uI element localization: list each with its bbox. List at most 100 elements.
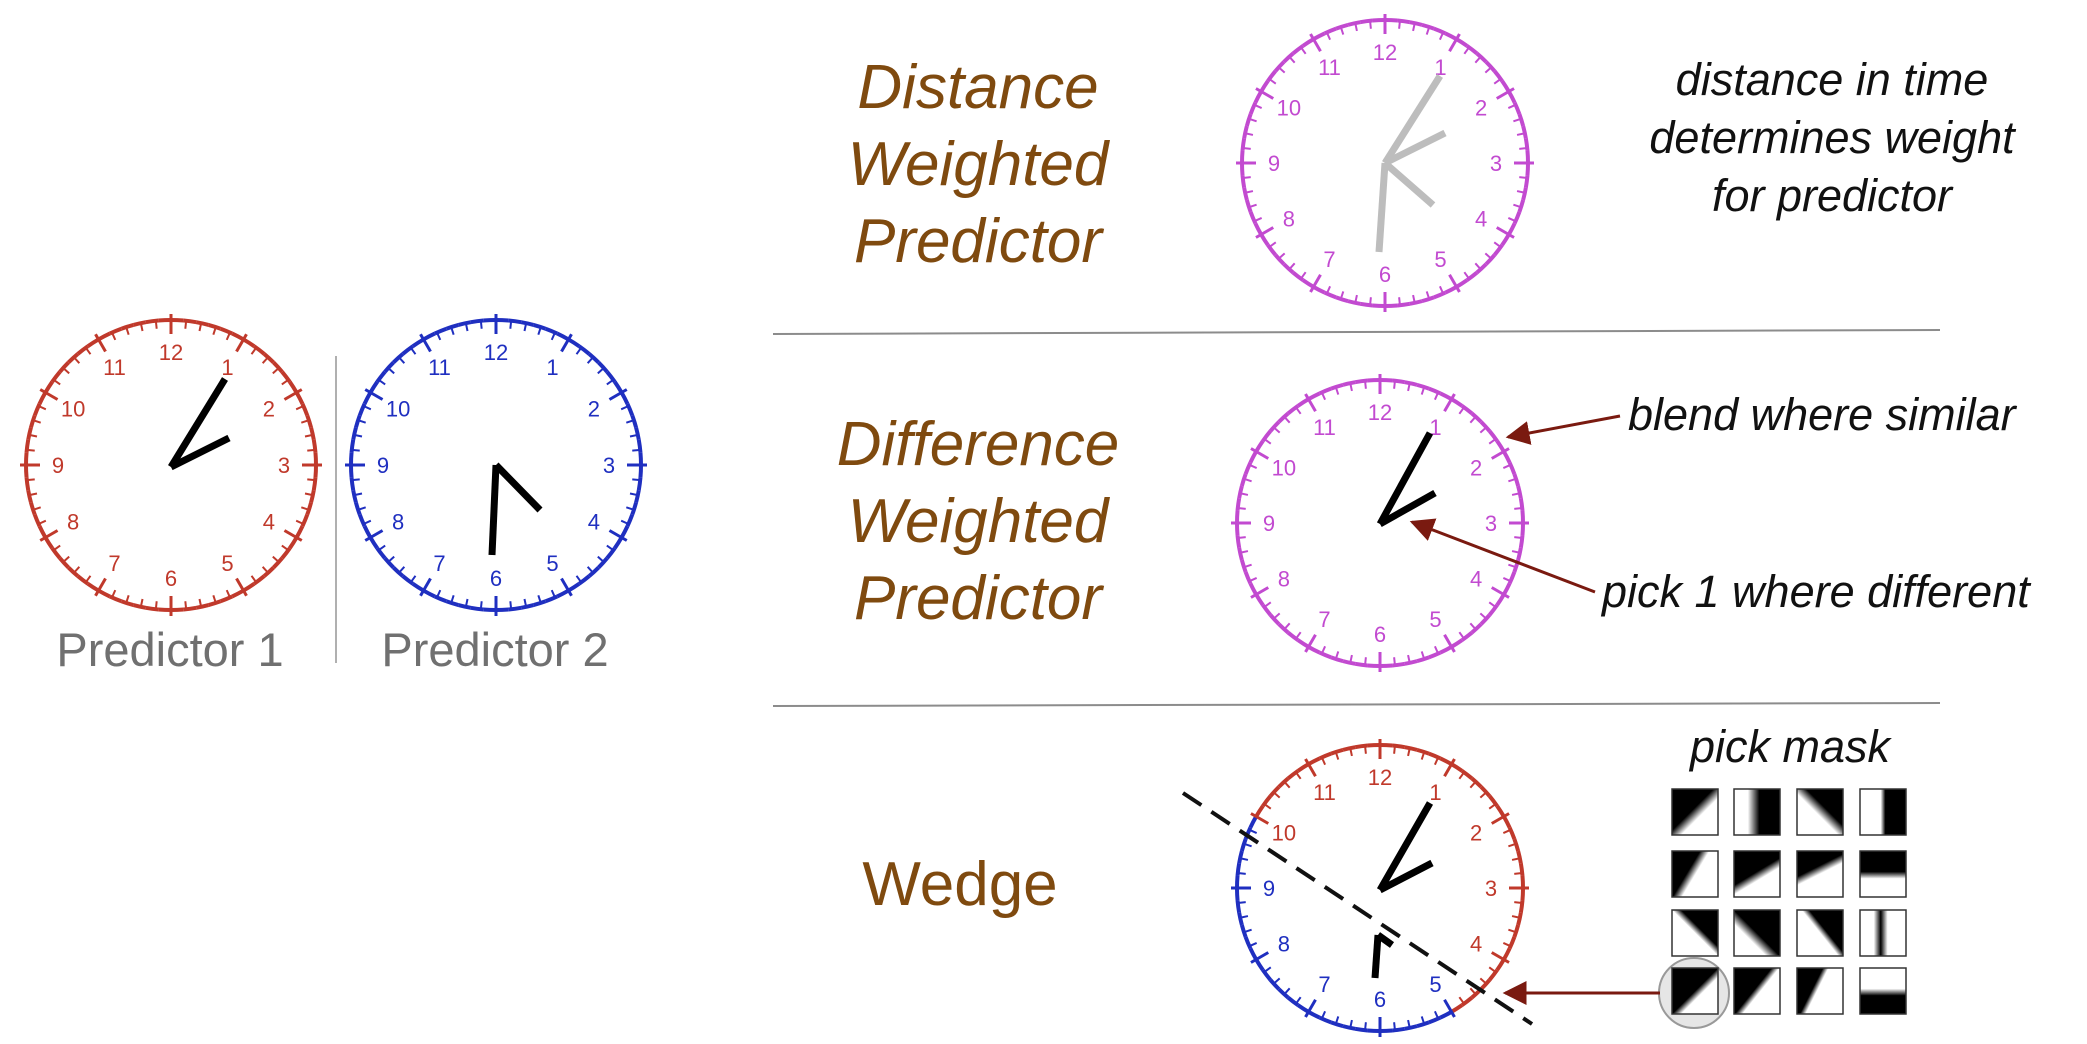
distance-clock-rim [1517,199,1526,213]
predictor-2-clock-tick [479,320,483,329]
wedge-clock-tick [1488,803,1497,810]
wedge-clock-tick [1273,791,1281,799]
difference-clock-rim [1296,638,1310,649]
predictor-1-clock-rim [294,525,305,539]
distance-clock-tick [1300,271,1307,280]
difference-clock-rim [1261,429,1272,443]
distance-clock-tick [1325,31,1332,41]
predictor-1-clock-rim [294,391,305,405]
predictor-2-clock-rim [422,331,436,342]
predictor-2-clock-rim [483,318,497,323]
difference-clock-rim [1268,420,1281,433]
difference-clock-tick [1273,426,1281,434]
predictor-2-clock-rim [556,588,570,599]
difference-clock-tick [1250,586,1270,599]
predictor-1-clock-tick [184,320,188,329]
wedge-clock-number: 10 [1272,821,1296,846]
wedge-clock-tick [1420,1016,1426,1025]
wedge-clock-rim [1520,887,1526,901]
difference-clock-tick [1283,622,1291,630]
predictor-2-clock-rim [636,439,643,453]
predictor-2-clock-tick [625,419,635,424]
predictor-1-clock-rim [183,605,197,612]
predictor-2-clock-rim [636,477,643,491]
distance-clock-tick [1255,226,1275,239]
predictor-1-clock-tick [304,492,314,497]
difference-clock-tick [1508,477,1517,483]
wedge-clock-tick [1250,951,1270,964]
predictor-2-clock-rim [445,599,459,607]
predictor-2-clock-rim [495,318,509,323]
wedge-clock-rim [1248,947,1258,961]
wedge-clock-rim [1416,1020,1430,1029]
difference-clock-tick [1502,463,1512,470]
predictor-2-clock-tick [419,333,432,353]
distance-clock-hand [1382,160,1436,208]
predictor-2-clock-rim [362,391,373,405]
predictor-1-clock-rim [253,574,266,586]
predictor-1-clock-tick [300,506,310,511]
predictor-1-clock-tick [154,601,158,610]
difference-clock-number: 9 [1263,511,1275,536]
predictor-2-clock-tick [575,575,583,583]
wedge-clock-rim [1367,743,1381,748]
wedge-clock-tick [1490,812,1510,825]
distance-clock-tick [1519,147,1528,150]
difference-title-line-2: Weighted [848,487,1111,556]
wedge-clock-rim [1379,1028,1393,1034]
blend-arrow [1505,414,1621,445]
predictor-1-clock-rim [24,452,29,466]
predictor-2-clock-tick [353,492,363,497]
difference-clock-tick [1458,631,1465,640]
distance-clock-tick [1278,252,1286,260]
distance-clock-tick [1425,291,1431,300]
predictor-1-clock-rim [231,588,245,599]
predictor-1-clock-rim [50,547,62,560]
predictor-1-clock-rim [158,607,172,612]
predictor-1-clock-tick [125,594,130,604]
predictor-1-clock-tick [38,519,47,525]
predictor-1-clock-rim [145,318,159,325]
difference-clock-tick [1320,391,1327,401]
difference-clock-rim [1286,631,1300,642]
predictor-1-clock-rim [262,352,275,364]
distance-clock-rim [1521,125,1528,139]
distance-clock-hand [1375,162,1389,253]
predictor-2-clock-tick [450,594,455,604]
wedge-clock-tick [1237,901,1246,904]
difference-clock-rim [1239,559,1248,573]
distance-clock-rim [1240,137,1247,151]
wedge-clock-tick [1508,842,1517,848]
distance-clock-tick [1463,46,1470,55]
predictor-2-clock-tick [363,405,372,411]
distance-clock-rim [1455,37,1469,48]
predictor-2-clock-rim [351,489,358,504]
distance-clock-tick [1448,33,1461,53]
predictor-2-clock-rim [533,323,547,331]
predictor-1-clock-tick [125,326,130,336]
distance-clock-rim [1259,79,1270,93]
wedge-clock-rim [1261,968,1272,982]
wedge-clock-tick [1283,781,1291,789]
distance-clock-tick [1448,273,1461,293]
predictor-1-clock-rim [58,556,70,569]
mask-tile [1671,909,1719,957]
distance-clock-tick [1244,190,1254,194]
wedge-dashed-line [1181,791,1534,1026]
wedge-clock-rim [1354,743,1368,750]
wedge-clock-number: 4 [1470,932,1482,957]
distance-clock-rim [1248,101,1258,115]
difference-clock-rim [1367,378,1381,383]
predictor-1-clock-rim [300,513,310,528]
difference-clock-tick [1479,612,1487,620]
distance-clock-rim [1525,150,1531,164]
distance-clock-rim [1312,31,1326,41]
distance-clock-number: 3 [1490,151,1502,176]
distance-clock-rim [1372,303,1386,308]
predictor-1-clock-tick [261,566,269,574]
difference-clock-tick [1490,586,1510,599]
distance-clock-tick [1339,26,1345,35]
predictor-1-clock-tick [283,388,303,401]
difference-clock-tick [1349,654,1353,664]
